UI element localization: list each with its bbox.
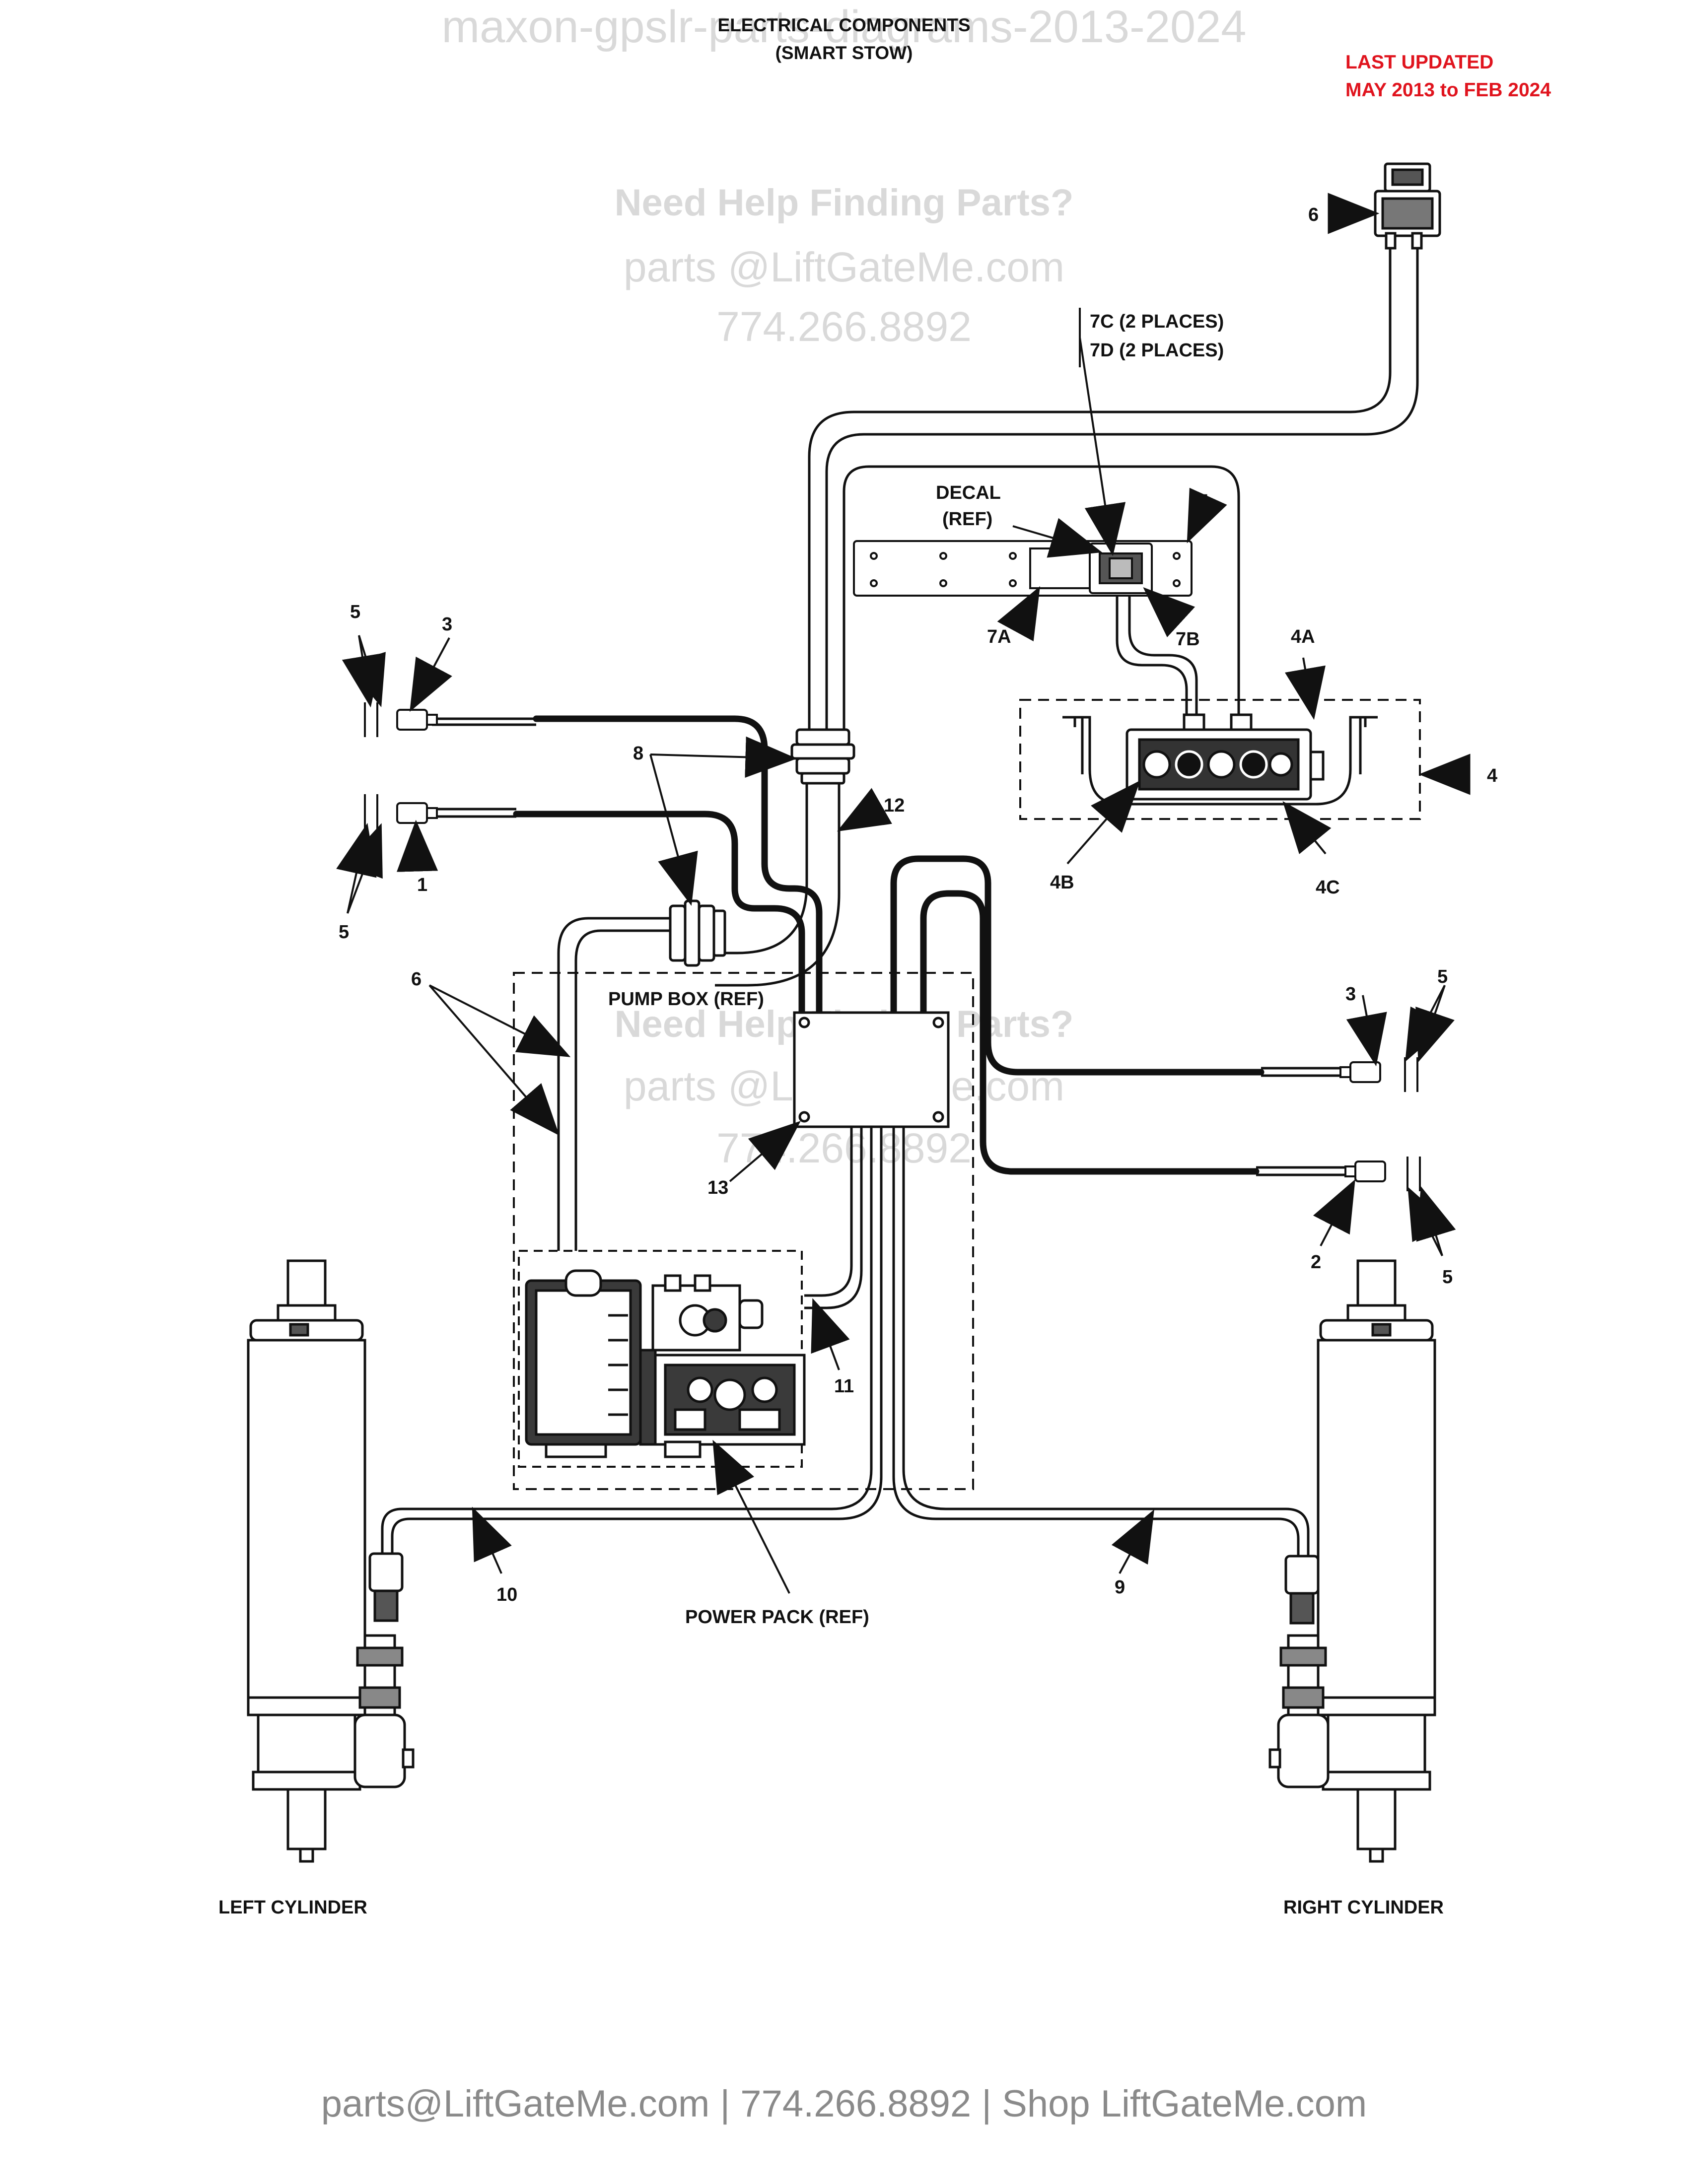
callout-11: 11 <box>834 1376 854 1397</box>
watermark-email-top: parts @LiftGateMe.com <box>623 244 1065 290</box>
sensor-3-top-left <box>396 709 438 731</box>
callout-5-mid-left: 5 <box>339 922 349 943</box>
watermark-phone-top: 774.266.8892 <box>716 303 972 350</box>
diagram-subtitle: (SMART STOW) <box>775 43 913 63</box>
sensor-3-right <box>1339 1061 1381 1083</box>
callout-4c: 4C <box>1316 877 1340 898</box>
callout-4a: 4A <box>1291 626 1315 647</box>
callout-3-top-left: 3 <box>442 614 452 635</box>
callout-13: 13 <box>707 1177 728 1198</box>
callout-8: 8 <box>633 743 643 764</box>
callout-9: 9 <box>1115 1577 1125 1598</box>
watermark-help-top: Need Help Finding Parts? <box>614 182 1074 224</box>
last-updated-range: MAY 2013 to FEB 2024 <box>1345 79 1551 101</box>
callout-7: 7 <box>1197 491 1208 512</box>
callout-5-right-bottom: 5 <box>1442 1267 1453 1288</box>
left-cylinder-label: LEFT CYLINDER <box>218 1897 367 1918</box>
cylinder-cables <box>381 1127 1310 1556</box>
junction-box-13 <box>793 1011 950 1128</box>
left-cylinder <box>247 1259 415 1863</box>
diagram-title: ELECTRICAL COMPONENTS <box>717 15 971 35</box>
callout-5-top-left: 5 <box>350 602 360 622</box>
grommet-8-upper <box>790 728 855 785</box>
last-updated-label: LAST UPDATED <box>1345 52 1494 73</box>
callout-6-left: 6 <box>411 969 422 990</box>
callout-decal-ref: (REF) <box>942 509 992 530</box>
right-cylinder-label: RIGHT CYLINDER <box>1283 1897 1444 1918</box>
callout-6-top: 6 <box>1308 205 1319 225</box>
callout-10: 10 <box>496 1584 517 1605</box>
switch-assembly-4-boundary <box>1019 699 1421 820</box>
switch-4b <box>1125 713 1325 801</box>
callout-12: 12 <box>884 795 905 816</box>
callout-7c: 7C (2 PLACES) <box>1090 311 1224 332</box>
pump-box-label: PUMP BOX (REF) <box>608 989 764 1010</box>
right-cylinder <box>1268 1259 1436 1863</box>
callout-1: 1 <box>417 875 427 895</box>
power-harness-6 <box>557 233 1419 1251</box>
footer-contact: parts@LiftGateMe.com | 774.266.8892 | Sh… <box>321 2083 1367 2125</box>
sensor-1 <box>396 802 438 824</box>
power-pack-label: POWER PACK (REF) <box>685 1607 869 1628</box>
sensor-cables <box>513 715 1265 1175</box>
sensor-2 <box>1344 1160 1386 1182</box>
callout-4b: 4B <box>1050 872 1074 893</box>
watermark-header: maxon-gpslr-parts-diagrams-2013-2024 <box>441 1 1247 52</box>
gap-marks-5 <box>364 702 1421 1191</box>
leader-lines <box>336 193 1471 1594</box>
callout-4: 4 <box>1487 765 1497 786</box>
callout-5-right-top: 5 <box>1437 966 1448 987</box>
callout-2: 2 <box>1311 1252 1321 1273</box>
switch-plate-7 <box>853 540 1193 597</box>
conduit-12 <box>715 779 841 987</box>
power-pack <box>525 1269 806 1458</box>
callout-7d: 7D (2 PLACES) <box>1090 340 1224 361</box>
grommet-8-lower <box>669 899 726 967</box>
power-connector-6 <box>1374 162 1441 250</box>
callout-7b: 7B <box>1176 629 1200 650</box>
callout-3-right: 3 <box>1345 984 1356 1005</box>
callout-7a: 7A <box>987 626 1011 647</box>
callout-decal: DECAL <box>936 482 1001 503</box>
callout-labels: 6 7C (2 PLACES) 7D (2 PLACES) DECAL (REF… <box>218 205 1497 1918</box>
